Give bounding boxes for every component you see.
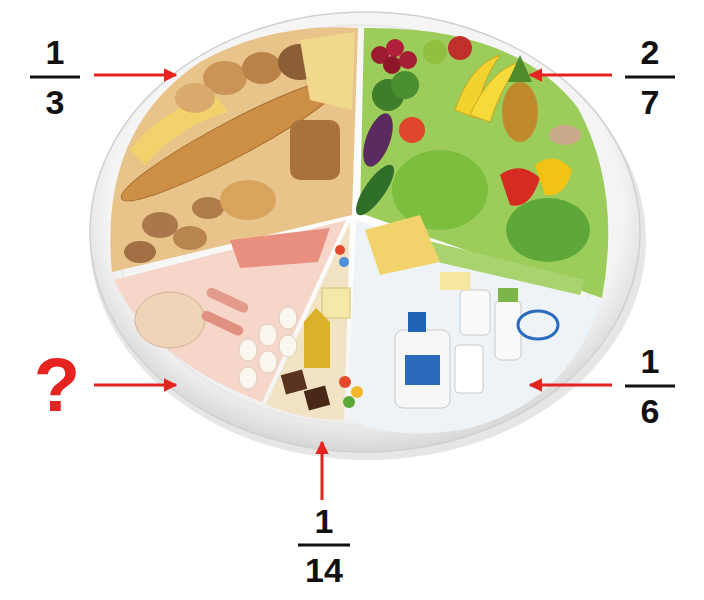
pineapple-leaves — [508, 55, 532, 82]
candy — [335, 245, 345, 255]
potato — [142, 212, 178, 238]
grape — [383, 56, 401, 74]
fraction-bar — [30, 76, 80, 79]
pineapple — [502, 82, 538, 142]
potato — [124, 241, 156, 263]
butter — [322, 288, 350, 318]
egg — [239, 339, 257, 361]
grains-food — [113, 32, 355, 263]
grains-sector — [110, 27, 358, 272]
fruit-veg-sector — [360, 28, 608, 298]
celery — [420, 240, 585, 295]
fraction-number: 3 — [46, 85, 65, 119]
cheese-slice — [440, 272, 470, 290]
grape — [399, 51, 417, 69]
pointer-arrows — [94, 75, 612, 500]
protein-food — [135, 228, 330, 389]
cheese — [365, 215, 440, 275]
fraction-number: 1 — [641, 344, 660, 378]
egg — [279, 307, 297, 329]
egg — [259, 351, 277, 373]
fraction-bars — [30, 77, 675, 545]
bread-roll — [175, 83, 215, 113]
fraction-number: 14 — [305, 553, 343, 587]
candy — [339, 257, 349, 267]
pointer-arrow — [94, 384, 176, 387]
dairy-food — [365, 215, 558, 408]
spaghetti — [300, 32, 355, 110]
fraction-number: 2 — [641, 35, 660, 69]
pointer-arrow — [530, 384, 612, 387]
chicken — [135, 292, 205, 348]
pointer-arrow — [94, 74, 176, 77]
protein-sector — [114, 220, 346, 402]
pointer-arrow — [321, 442, 324, 500]
candy — [343, 396, 355, 408]
plate — [90, 12, 640, 452]
egg — [259, 324, 277, 346]
mushroom — [549, 125, 581, 145]
apple — [448, 36, 472, 60]
fraction-bar — [625, 385, 675, 388]
fish — [230, 228, 330, 268]
lettuce — [506, 198, 590, 262]
bread-roll — [242, 52, 282, 84]
potato — [173, 226, 207, 250]
egg — [279, 335, 297, 357]
tomato — [399, 117, 425, 143]
fraction-number: 1 — [46, 35, 65, 69]
bread-roll — [220, 180, 276, 220]
sweets-food — [281, 245, 363, 411]
sausage — [200, 309, 245, 337]
eggplant — [357, 110, 399, 171]
potato — [192, 197, 224, 219]
question-mark: ? — [34, 347, 80, 423]
yellow-pepper — [535, 159, 572, 196]
yogurt-pot — [460, 290, 490, 335]
fraction-number: 7 — [641, 85, 660, 119]
candy — [351, 386, 363, 398]
bread-slices — [290, 120, 340, 180]
fraction-number: 1 — [315, 504, 334, 538]
egg — [239, 367, 257, 389]
lettuce — [392, 150, 488, 230]
chocolate — [281, 369, 307, 394]
oil-bottle — [304, 308, 330, 368]
food-sectors — [110, 27, 608, 433]
chocolate — [304, 385, 330, 410]
bottle-cap — [498, 288, 518, 302]
fraction-bar — [625, 76, 675, 79]
apple — [423, 40, 447, 64]
broccoli — [391, 71, 419, 99]
yogurt-cup — [518, 311, 558, 339]
candy — [339, 376, 351, 388]
milk-label — [405, 355, 440, 385]
sausage — [205, 286, 250, 314]
milk-glass — [455, 345, 483, 393]
pointer-arrow — [530, 74, 612, 77]
fraction-number: 6 — [641, 394, 660, 428]
fraction-bar — [298, 544, 350, 547]
cucumber — [350, 160, 401, 221]
yogurt-bottle — [495, 300, 521, 360]
milk-jug — [395, 330, 450, 408]
milk-cap — [408, 312, 426, 332]
